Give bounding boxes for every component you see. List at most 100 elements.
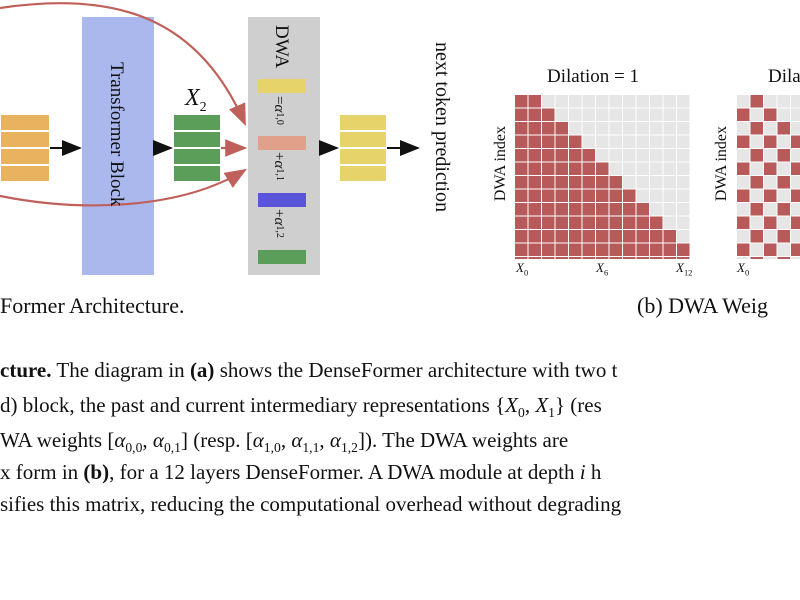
matrix-cell <box>623 203 636 216</box>
matrix-cell <box>750 162 763 175</box>
output-stack <box>338 113 388 183</box>
matrix-cell <box>569 162 582 175</box>
matrix-cell <box>555 243 568 256</box>
matrix-cell <box>623 108 636 121</box>
matrix-cell <box>596 216 609 229</box>
matrix-cell <box>663 257 676 259</box>
matrix-cell <box>515 203 528 216</box>
matrix-cell <box>582 257 595 259</box>
matrix-cell <box>528 108 541 121</box>
matrix-cell <box>609 176 622 189</box>
matrix-cell <box>609 257 622 259</box>
matrix-cell <box>636 149 649 162</box>
matrix-cell <box>764 230 777 243</box>
matrix-cell <box>737 149 750 162</box>
matrix-cell <box>555 135 568 148</box>
matrix-cell <box>777 176 790 189</box>
matrix-cell <box>542 108 555 121</box>
matrix-cell <box>596 176 609 189</box>
matrix-cell <box>737 162 750 175</box>
matrix-cell <box>542 135 555 148</box>
matrix-cell <box>764 149 777 162</box>
matrix-cell <box>791 135 800 148</box>
matrix-cell <box>750 135 763 148</box>
matrix-cell <box>677 122 690 135</box>
matrix-cell <box>623 122 636 135</box>
matrix-cell <box>764 122 777 135</box>
matrix-cell <box>528 149 541 162</box>
matrix-cell <box>542 230 555 243</box>
matrix-cell <box>609 122 622 135</box>
matrix-cell <box>609 108 622 121</box>
matrix-cell <box>609 162 622 175</box>
matrix-cell <box>555 203 568 216</box>
matrix-cell <box>677 176 690 189</box>
matrix-cell <box>609 95 622 108</box>
matrix-cell <box>650 108 663 121</box>
dwa-title: DWA <box>271 25 292 69</box>
matrix-cell <box>542 257 555 259</box>
matrix-cell <box>650 162 663 175</box>
matrix-cell <box>737 135 750 148</box>
matrix-cell <box>663 122 676 135</box>
matrix-cell <box>582 108 595 121</box>
matrix-cell <box>663 135 676 148</box>
matrix-cell <box>677 189 690 202</box>
subcaption-a: Former Architecture. <box>0 293 185 318</box>
matrix-cell <box>636 243 649 256</box>
matrix-cell <box>636 230 649 243</box>
dwa-weight-bar-orange <box>258 136 306 150</box>
matrix-cell <box>569 108 582 121</box>
alpha-term-1: =α1,0 <box>271 96 287 125</box>
matrix-cell <box>677 162 690 175</box>
matrix-cell <box>636 162 649 175</box>
matrix-cell <box>515 95 528 108</box>
matrix-cell <box>609 216 622 229</box>
matrix-cell <box>764 108 777 121</box>
matrix-cell <box>555 122 568 135</box>
matrix-cell <box>582 149 595 162</box>
matrix-cell <box>515 149 528 162</box>
matrix-cell <box>596 135 609 148</box>
matrix-cell <box>515 135 528 148</box>
matrix-cell <box>582 203 595 216</box>
matrix-cell <box>528 162 541 175</box>
matrix-cell <box>528 216 541 229</box>
matrix-cell <box>555 230 568 243</box>
matrix-cell <box>515 162 528 175</box>
matrix-cell <box>569 243 582 256</box>
matrix-cell <box>677 230 690 243</box>
matrix-cell <box>737 257 750 259</box>
dwa-weight-bar-blue <box>258 193 306 207</box>
matrix-cell <box>777 149 790 162</box>
matrix-cell <box>582 216 595 229</box>
matrix-cell <box>623 149 636 162</box>
matrix-cell <box>737 203 750 216</box>
matrix-cell <box>764 162 777 175</box>
matrix-cell <box>677 203 690 216</box>
matrix-cell <box>542 189 555 202</box>
matrix-cell <box>650 257 663 259</box>
matrix-cell <box>555 95 568 108</box>
matrix-cell <box>636 108 649 121</box>
matrix-cell <box>636 189 649 202</box>
matrix-cell <box>650 189 663 202</box>
x2-symbol: X <box>185 85 200 111</box>
matrix-cell <box>555 149 568 162</box>
x-tick-x0-second: X0 <box>737 260 750 278</box>
matrix-cell <box>569 230 582 243</box>
skip-connections <box>0 2 248 207</box>
matrix-cell <box>677 95 690 108</box>
matrix-cell <box>569 122 582 135</box>
matrix-cell <box>623 162 636 175</box>
matrix-cell <box>636 216 649 229</box>
matrix-cell <box>528 95 541 108</box>
matrix-cell <box>596 243 609 256</box>
matrix-cell <box>528 230 541 243</box>
matrix-cell <box>569 216 582 229</box>
matrix-cell <box>677 216 690 229</box>
matrix-cell <box>623 216 636 229</box>
matrix-cell <box>542 95 555 108</box>
matrix-cell <box>636 176 649 189</box>
y-axis-label-1: DWA index <box>492 126 509 202</box>
